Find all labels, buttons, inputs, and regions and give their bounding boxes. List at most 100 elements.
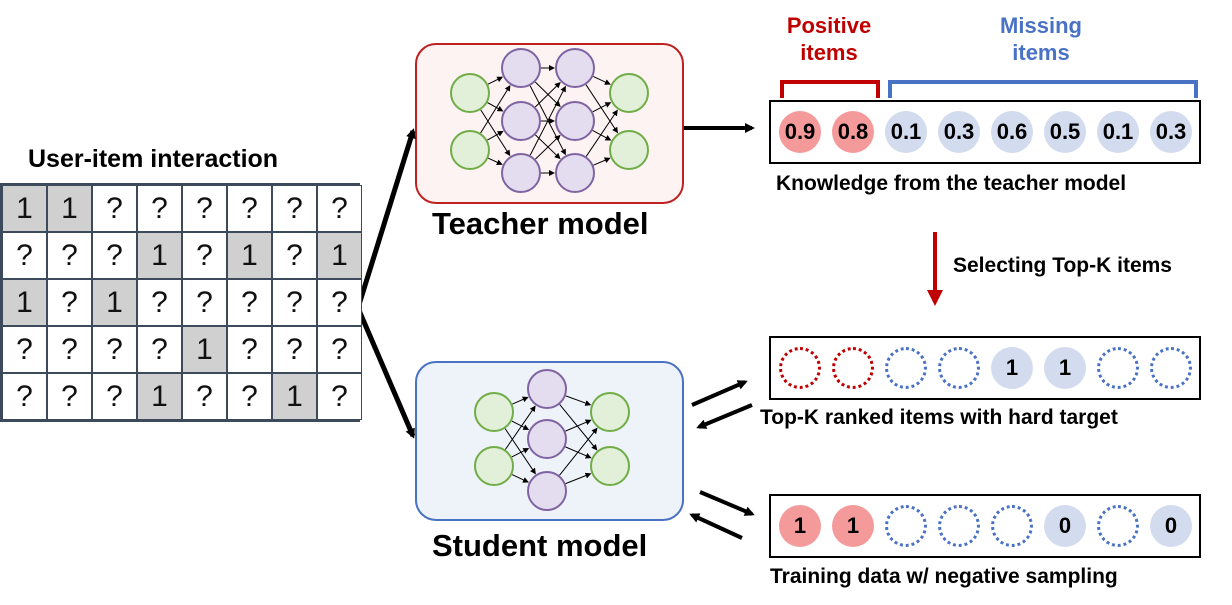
network-edge xyxy=(512,396,529,405)
arrow-to-student xyxy=(355,307,416,439)
hidden-node xyxy=(501,101,541,141)
matrix-cell: 1 xyxy=(182,326,227,373)
matrix-cell: ? xyxy=(182,185,227,232)
network-edge xyxy=(480,109,511,157)
network-edge xyxy=(487,102,504,112)
network-edge xyxy=(565,472,592,485)
network-edge xyxy=(487,76,504,85)
positive-items-header: Positive items xyxy=(786,13,872,65)
topk-item xyxy=(779,347,821,389)
topk-item xyxy=(885,347,927,389)
topk-item xyxy=(938,347,980,389)
matrix-cell: ? xyxy=(317,185,362,232)
io-node xyxy=(474,392,514,432)
matrix-cell: ? xyxy=(2,326,47,373)
matrix-cell: ? xyxy=(2,232,47,279)
training-caption: Training data w/ negative sampling xyxy=(770,565,1118,588)
matrix-cell: ? xyxy=(227,326,272,373)
hidden-node xyxy=(555,153,595,193)
network-edge xyxy=(535,134,561,160)
matrix-cell: ? xyxy=(272,326,317,373)
selecting-caption: Selecting Top-K items xyxy=(953,254,1172,277)
training-item xyxy=(938,505,980,547)
network-edge xyxy=(559,404,598,451)
matrix-cell: 1 xyxy=(227,232,272,279)
training-item: 0 xyxy=(1150,505,1192,547)
network-edge xyxy=(534,82,561,108)
matrix-title: User-item interaction xyxy=(28,145,279,173)
knowledge-item: 0.3 xyxy=(938,111,980,153)
matrix-cell: ? xyxy=(317,326,362,373)
student-model-label: Student model xyxy=(432,528,648,563)
hidden-node xyxy=(501,48,541,88)
arrow-student-to-training xyxy=(699,490,755,516)
network-edge xyxy=(487,130,504,141)
arrow-topk-to-student xyxy=(696,403,753,429)
matrix-cell: ? xyxy=(317,373,362,420)
arrow-training-to-student xyxy=(689,513,743,540)
io-node xyxy=(450,130,490,170)
training-item xyxy=(885,505,927,547)
matrix-cell: ? xyxy=(227,185,272,232)
matrix-cell: ? xyxy=(182,373,227,420)
io-node xyxy=(474,446,514,486)
matrix-cell: 1 xyxy=(47,185,92,232)
teacher-model-label: Teacher model xyxy=(432,206,649,241)
io-node xyxy=(590,392,630,432)
topk-item xyxy=(1150,347,1192,389)
matrix-cell: ? xyxy=(47,279,92,326)
matrix-cell: ? xyxy=(227,279,272,326)
matrix-cell: 1 xyxy=(92,279,137,326)
network-edge xyxy=(511,474,529,483)
knowledge-item: 0.5 xyxy=(1044,111,1086,153)
matrix-cell: ? xyxy=(182,232,227,279)
network-edge xyxy=(529,85,566,156)
matrix-cell: ? xyxy=(182,279,227,326)
hidden-node xyxy=(555,101,595,141)
matrix-cell: ? xyxy=(272,232,317,279)
network-edge xyxy=(565,395,592,406)
hidden-node xyxy=(555,48,595,88)
network-edge xyxy=(593,157,611,166)
hidden-node xyxy=(501,153,541,193)
knowledge-item: 0.3 xyxy=(1150,111,1192,153)
matrix-cell: ? xyxy=(47,373,92,420)
hidden-node xyxy=(527,369,567,409)
network-edge xyxy=(504,428,536,475)
matrix-cell: ? xyxy=(317,279,362,326)
topk-item xyxy=(832,347,874,389)
matrix-cell: ? xyxy=(137,279,182,326)
knowledge-item: 0.8 xyxy=(832,111,874,153)
matrix-cell: 1 xyxy=(2,185,47,232)
training-item: 1 xyxy=(832,505,874,547)
matrix-cell: ? xyxy=(92,232,137,279)
network-edge xyxy=(559,427,598,476)
network-edge xyxy=(565,419,592,432)
io-node xyxy=(609,130,649,170)
network-edge xyxy=(511,448,530,458)
student-network xyxy=(474,369,630,511)
matrix-cell: 1 xyxy=(137,232,182,279)
topk-item xyxy=(1097,347,1139,389)
matrix-cell: 1 xyxy=(272,373,317,420)
matrix-cell: ? xyxy=(47,232,92,279)
network-edge xyxy=(585,109,618,157)
network-edge xyxy=(592,75,611,85)
io-node xyxy=(609,73,649,113)
io-node xyxy=(450,73,490,113)
training-item: 1 xyxy=(779,505,821,547)
network-edge xyxy=(585,84,619,134)
network-edge xyxy=(480,84,511,134)
matrix-cell: ? xyxy=(2,373,47,420)
network-edge xyxy=(511,420,530,430)
knowledge-item: 0.1 xyxy=(885,111,927,153)
teacher-network xyxy=(450,48,649,193)
knowledge-item: 0.6 xyxy=(991,111,1033,153)
knowledge-caption: Knowledge from the teacher model xyxy=(776,172,1127,195)
missing-items-header: Missing items xyxy=(1000,13,1082,65)
